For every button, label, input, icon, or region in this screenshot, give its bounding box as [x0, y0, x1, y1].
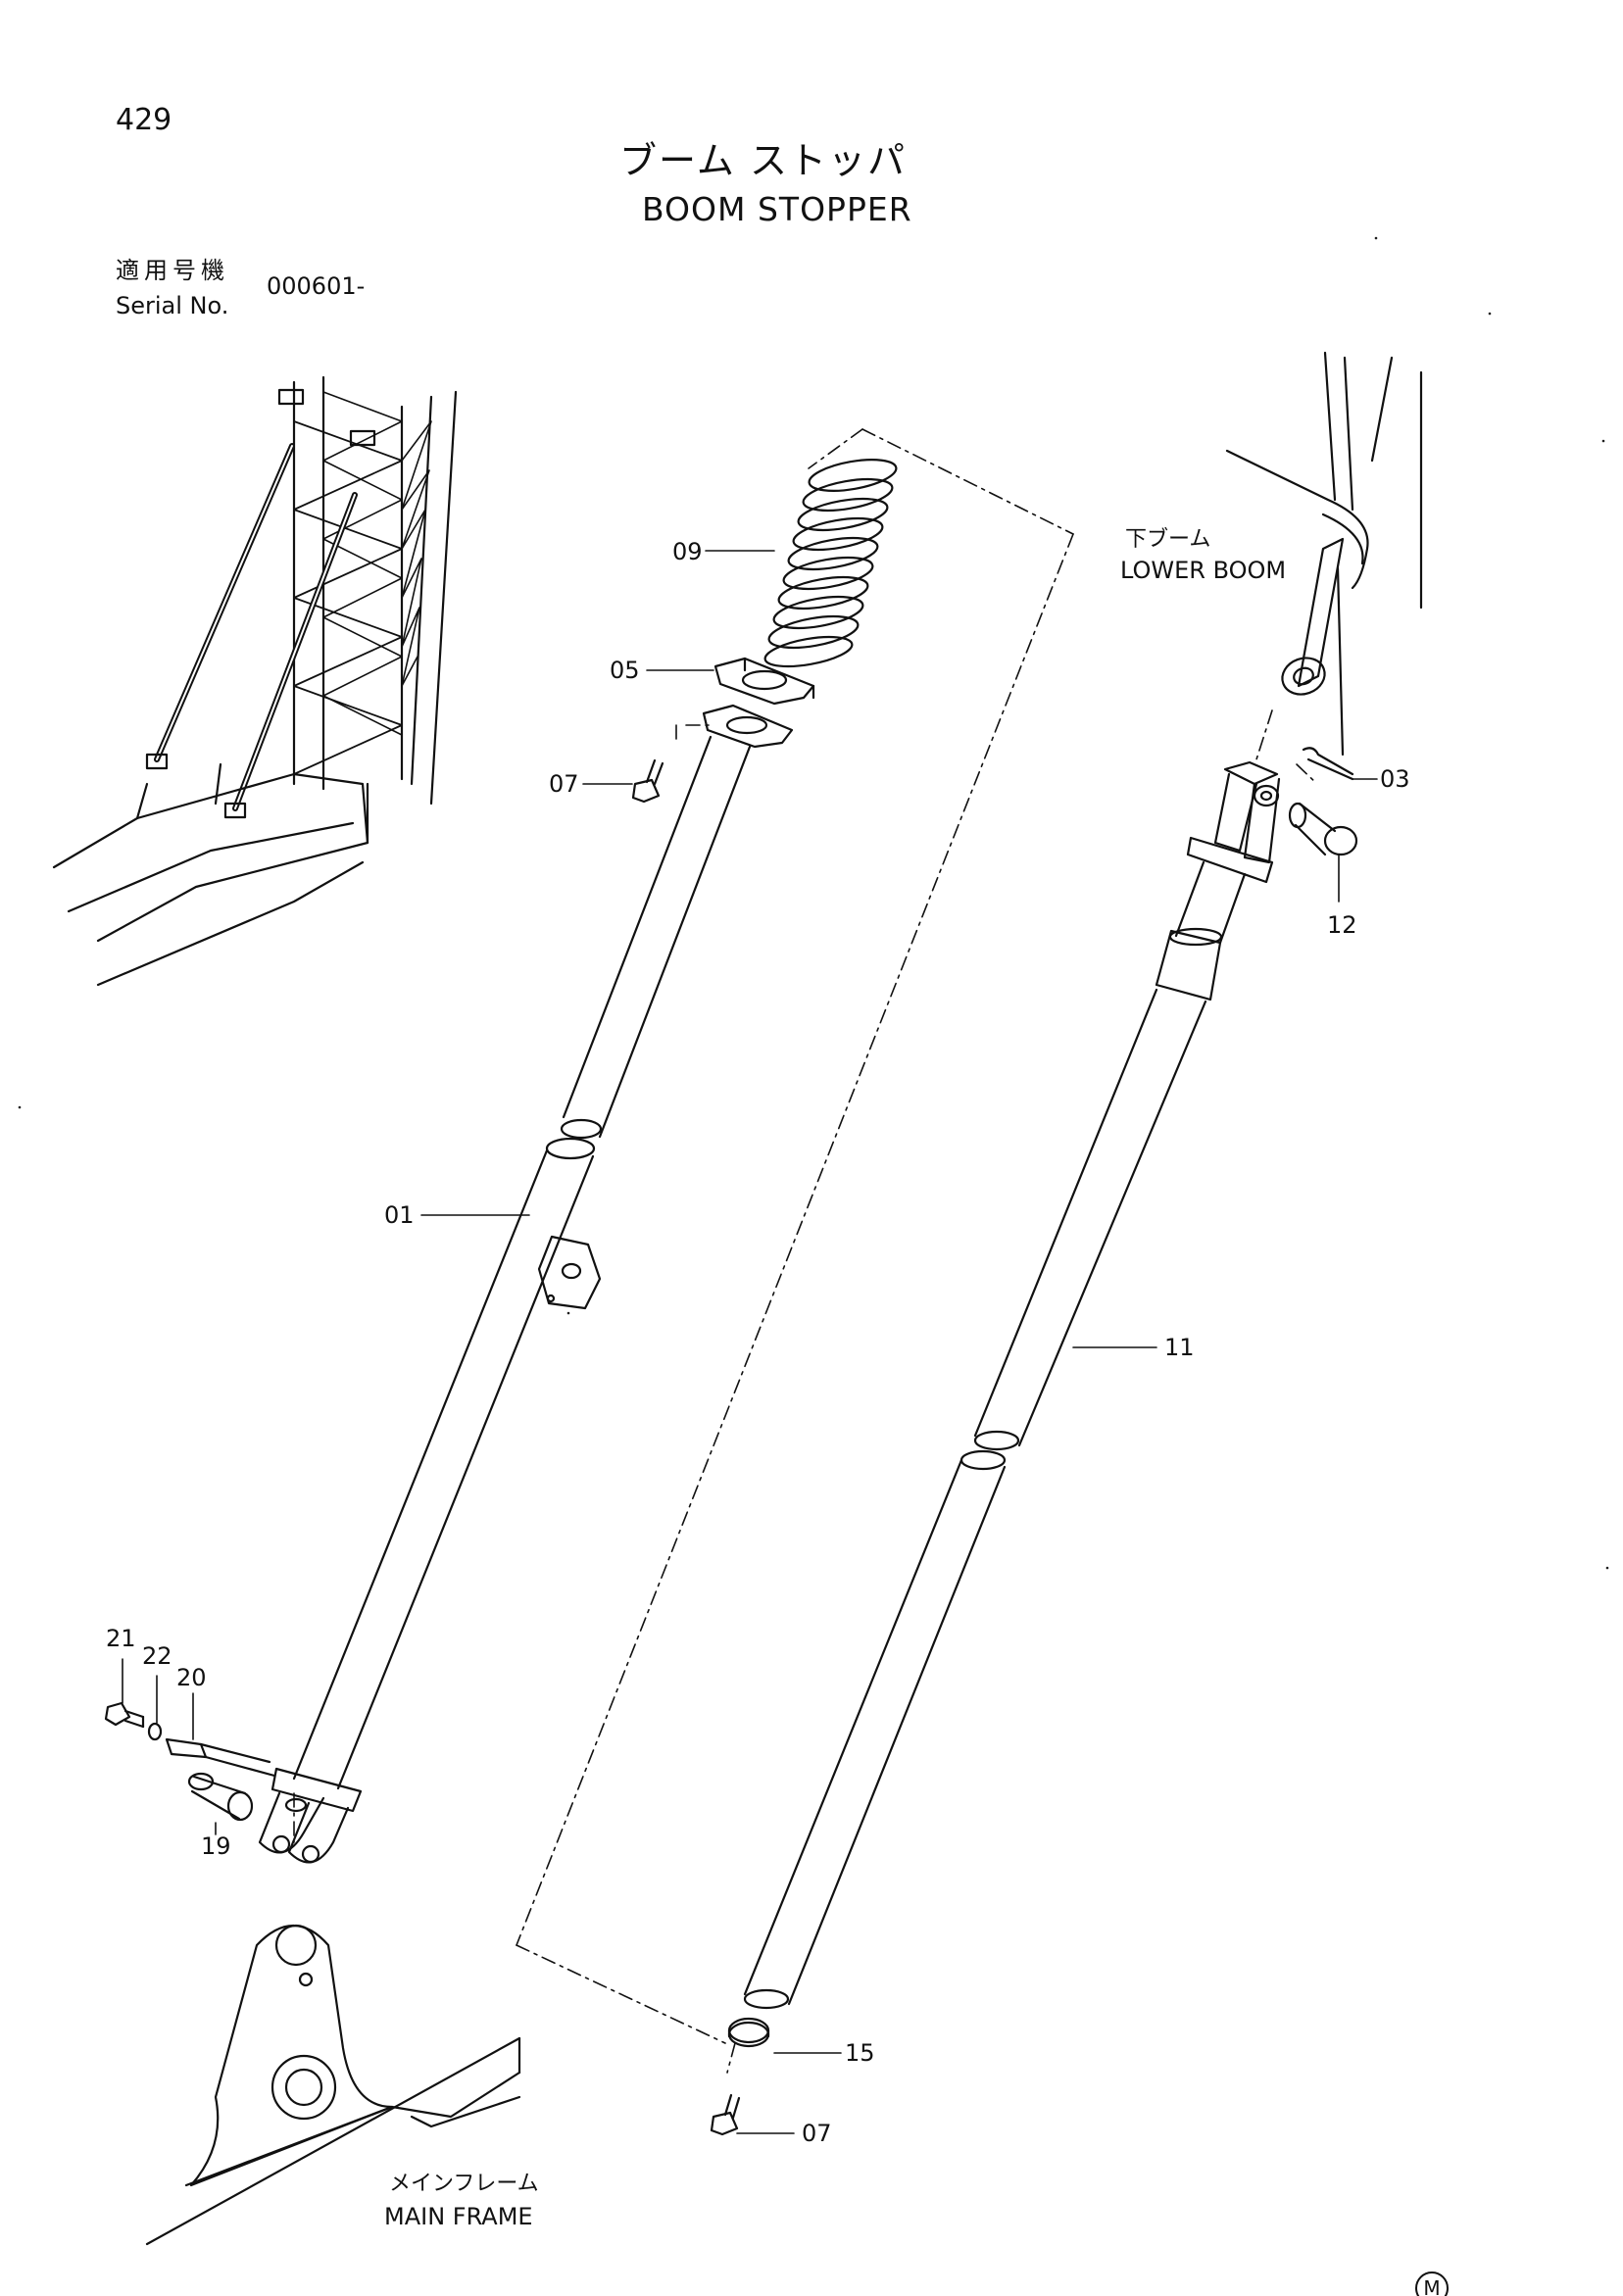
page-number: 429 [116, 103, 172, 137]
lower-boom-label-japanese: 下ブーム [1125, 527, 1211, 552]
boom-overview-inset [52, 375, 458, 987]
serial-number-value: 000601- [267, 272, 366, 300]
main-frame-label-japanese: メインフレーム [389, 2172, 539, 2196]
lower-boom [1225, 351, 1423, 757]
manufacturer-mark: M [1415, 2272, 1449, 2296]
part-number-09: 09 [672, 538, 703, 565]
serial-label-english: Serial No. [116, 292, 229, 319]
part-number-21: 21 [106, 1625, 136, 1652]
tube-01-upper [560, 735, 752, 1140]
specks [18, 236, 1609, 1570]
part-number-15: 15 [845, 2039, 875, 2067]
washer-22 [147, 1722, 163, 1741]
bolt-21 [104, 1701, 145, 1729]
assembly-outline [293, 428, 1318, 2074]
part-number-19: 19 [201, 1832, 231, 1860]
flange-plate-05 [702, 657, 815, 749]
tube-11 [727, 760, 1281, 2048]
part-number-22: 22 [142, 1642, 172, 1670]
part-number-07-upper: 07 [549, 770, 579, 798]
part-number-01: 01 [384, 1201, 415, 1229]
plate-20 [165, 1737, 276, 1778]
leader-lines [122, 550, 1378, 2134]
title-english: BOOM STOPPER [642, 190, 912, 228]
part-number-03: 03 [1380, 765, 1410, 793]
part-number-11: 11 [1164, 1334, 1195, 1361]
cotter-pin-03 [1302, 747, 1354, 781]
title-japanese: ブーム ストッパ [619, 139, 907, 182]
part-number-07-lower: 07 [802, 2120, 832, 2147]
pin-19 [187, 1772, 254, 1822]
tube-01 [258, 1137, 602, 1864]
part-number-05: 05 [610, 657, 640, 684]
serial-label-japanese: 適用号機 [116, 257, 229, 284]
main-frame-label-english: MAIN FRAME [384, 2203, 533, 2230]
main-frame [145, 1924, 521, 2246]
part-number-20: 20 [176, 1664, 207, 1691]
spring-09 [763, 459, 898, 668]
part-number-12: 12 [1327, 911, 1357, 939]
screw-07-lower [710, 2093, 741, 2136]
pin-12 [1288, 802, 1358, 856]
screw-07-upper [631, 758, 664, 804]
lower-boom-label-english: LOWER BOOM [1120, 557, 1287, 584]
